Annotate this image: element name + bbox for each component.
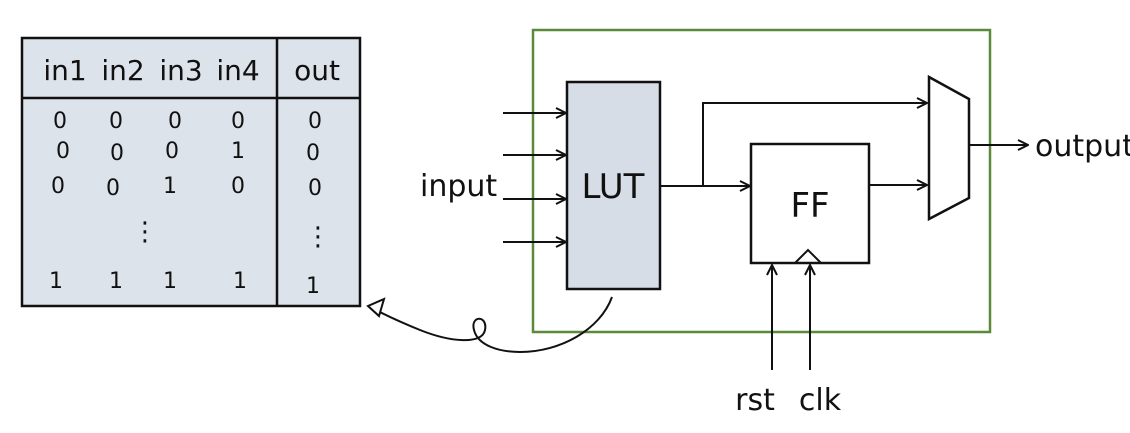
lut-label: LUT [582,167,645,207]
cell-r1-in4: 1 [231,139,245,164]
cell-r4-in4: 1 [233,269,247,294]
ff-label: FF [790,186,829,226]
input-label: input [420,169,497,204]
cell-r1-in2: 0 [110,141,124,166]
cell-r0-in4: 0 [231,109,245,134]
lut-to-truth-table-connector [367,296,613,354]
lut-block: LUT [565,80,662,291]
truth-table-row: ⋮ ⋮ [132,217,331,252]
bypass-wire [702,103,927,186]
ff-box [749,142,871,265]
header-in1: in1 [43,54,86,87]
cell-r0-in2: 0 [109,109,123,134]
cell-r4-out: 1 [306,274,320,299]
truth-table: in1 in2 in3 in4 out 0 0 0 0 0 0 0 0 1 0 … [20,36,362,308]
cell-r3-in3: ⋮ [132,217,158,247]
cell-r0-in1: 0 [53,109,67,134]
cell-r2-in2: 0 [106,176,120,201]
truth-table-row: 0 0 0 1 0 [56,139,320,166]
output-label: output [1035,129,1130,164]
cell-r4-in2: 1 [109,269,123,294]
header-in3: in3 [159,54,202,87]
cell-r2-in4: 0 [231,174,245,199]
header-in4: in4 [216,54,259,87]
cell-r1-in3: 0 [165,139,179,164]
cell-r1-out: 0 [306,141,320,166]
rst-label: rst [735,383,775,418]
input-arrows [503,113,566,242]
cell-r4-in3: 1 [163,269,177,294]
truth-table-row: 1 1 1 1 1 [49,269,320,299]
clock-triangle-icon [794,248,822,264]
logic-cell-boundary [531,28,992,334]
truth-table-row: 0 0 1 0 0 [51,174,322,201]
truth-table-headers: in1 in2 in3 in4 out [43,54,340,87]
ff-block: FF [749,142,871,265]
cell-r2-in1: 0 [51,174,65,199]
mux-icon [927,74,971,222]
truth-table-background [20,36,362,308]
clk-label: clk [799,383,842,418]
signal-wires [660,103,927,186]
cell-r2-in3: 1 [163,174,177,199]
header-out: out [294,54,340,87]
truth-table-row: 0 0 0 0 0 [53,109,322,134]
header-in2: in2 [101,54,144,87]
cell-r0-out: 0 [308,109,322,134]
lut-box [565,80,662,291]
arrowhead-icon [366,297,386,318]
cell-r0-in3: 0 [168,109,182,134]
cell-r4-in1: 1 [49,269,63,294]
cell-r1-in1: 0 [56,139,70,164]
cell-r2-out: 0 [308,176,322,201]
cell-r3-out: ⋮ [305,222,331,252]
